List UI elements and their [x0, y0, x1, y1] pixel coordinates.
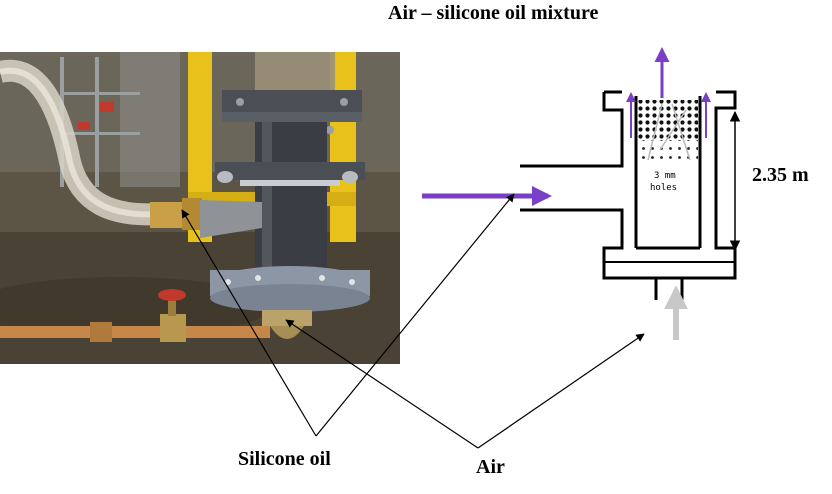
air-label: Air	[476, 456, 505, 479]
column-height-label: 2.35 m	[752, 164, 809, 187]
callout-silicone-to-inlet	[182, 210, 316, 436]
holes-note-line1: 3 mm	[654, 171, 676, 181]
holes-note-line2: holes	[650, 183, 677, 193]
callout-silicone-to-schematic	[316, 194, 514, 436]
callout-air-to-bottom	[286, 320, 478, 448]
bubble-zone	[638, 100, 698, 140]
callout-lines	[182, 194, 644, 448]
silicone-oil-label: Silicone oil	[238, 448, 331, 471]
callout-air-to-schematic	[478, 334, 644, 448]
diagram-title: Air – silicone oil mixture	[388, 2, 598, 25]
column-schematic	[520, 92, 735, 300]
